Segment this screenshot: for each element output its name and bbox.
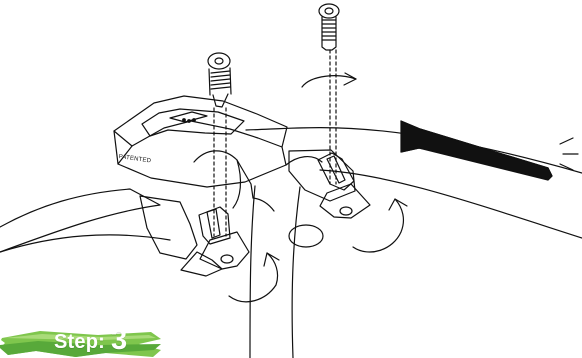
hex-key-fill: [401, 121, 552, 180]
top-clamp-left: [140, 196, 197, 259]
stem-cap: [114, 96, 287, 147]
rotate-arrow-left: [229, 253, 278, 302]
right-bolt: [322, 17, 336, 50]
handlebar-left-lower: [0, 235, 170, 252]
handlebar-right-lower: [320, 170, 582, 238]
right-bolt-threads: [322, 20, 336, 40]
rotate-arrow-top: [302, 76, 356, 87]
left-bolt-head: [208, 53, 230, 69]
stem-lower-neck: [253, 198, 274, 211]
tool-highlight-lines: [560, 138, 578, 170]
step-number: 3: [111, 326, 127, 355]
stem-logo-dot-3: [193, 119, 196, 122]
right-bolt-head: [319, 4, 339, 18]
steerer-tube-left: [250, 186, 255, 358]
bottom-clamp-left-hole: [221, 255, 233, 263]
steerer-opening: [289, 225, 323, 247]
stem-logo-dot-1: [183, 119, 186, 122]
steerer-tube-right: [292, 187, 300, 358]
stem-arm-right: [286, 157, 322, 165]
step-label: Step:: [54, 331, 105, 354]
stem-arm-left: [194, 151, 240, 208]
left-bolt-socket: [215, 58, 223, 64]
rotate-arrow-right: [353, 199, 403, 252]
left-bolt-threads: [211, 71, 230, 89]
right-bolt-socket: [325, 8, 333, 14]
handlebar-left: [0, 189, 160, 252]
rotate-arrow-left-head: [264, 253, 279, 266]
stem-logo-dot-2: [188, 120, 191, 123]
bottom-clamp-right-hole: [340, 207, 352, 215]
right-bolt-guide: [330, 50, 336, 184]
rotate-arrow-right-head: [389, 199, 407, 210]
bottom-clamp-left-block: [200, 232, 249, 269]
